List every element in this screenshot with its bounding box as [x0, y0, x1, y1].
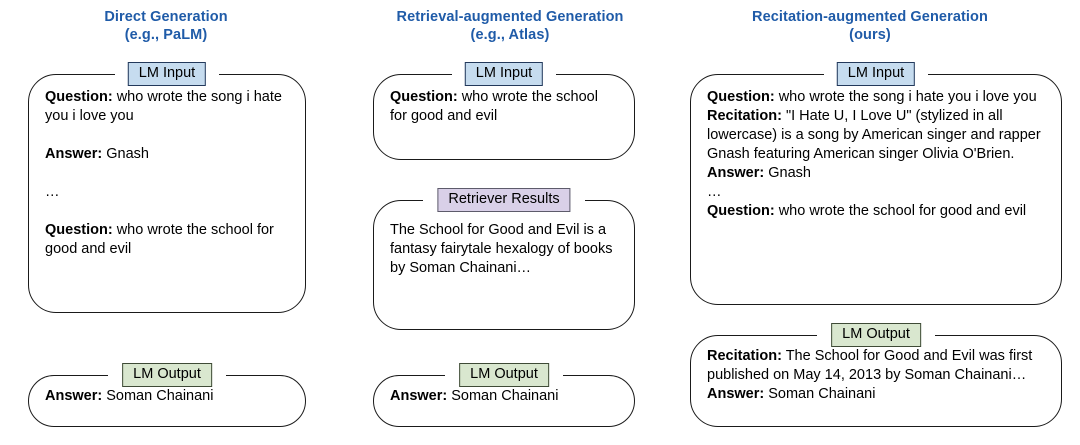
- panel-body-lm-output-direct: Answer: Soman Chainani: [29, 376, 305, 426]
- panel-lm-input-direct: Question: who wrote the song i hate you …: [28, 74, 306, 313]
- panel-body-lm-input-recitation: Question: who wrote the song i hate you …: [691, 75, 1061, 304]
- panel-body-retriever-results: The School for Good and Evil is a fantas…: [374, 201, 634, 329]
- text-line: Question: who wrote the school for good …: [45, 221, 289, 259]
- line-text: Gnash: [102, 146, 149, 162]
- line-text: Soman Chainani: [447, 388, 559, 404]
- panel-lm-input-retrieval: Question: who wrote the school for good …: [373, 74, 635, 160]
- line-text: who wrote the song i hate you i love you: [774, 89, 1037, 105]
- column-title-line1: Retrieval-augmented Generation: [396, 9, 624, 25]
- line-label: Answer:: [707, 165, 765, 181]
- column-title-line2: (e.g., PaLM): [124, 27, 208, 43]
- column-title-retrieval-augmented: Retrieval-augmented Generation (e.g., At…: [355, 8, 665, 44]
- text-line: Question: who wrote the song i hate you …: [707, 88, 1045, 107]
- text-line: Recitation: The School for Good and Evil…: [707, 347, 1045, 385]
- badge-lm-input-retrieval: LM Input: [464, 62, 544, 86]
- line-label: Answer:: [45, 388, 103, 404]
- text-line: Answer: Gnash: [45, 145, 289, 164]
- line-label: Answer:: [707, 386, 765, 402]
- line-text: Gnash: [764, 165, 811, 181]
- line-label: Question:: [390, 89, 458, 105]
- column-retrieval-augmented-generation: Retrieval-augmented Generation (e.g., At…: [350, 0, 670, 445]
- text-line: Question: who wrote the school for good …: [390, 88, 618, 126]
- text-line: Question: who wrote the school for good …: [707, 202, 1045, 221]
- line-label: Question:: [45, 89, 113, 105]
- line-label: Recitation:: [707, 108, 782, 124]
- panel-lm-input-recitation: Question: who wrote the song i hate you …: [690, 74, 1062, 305]
- panel-body-lm-input-direct: Question: who wrote the song i hate you …: [29, 75, 305, 312]
- column-title-line1: Direct Generation: [104, 9, 228, 25]
- line-label: Question:: [45, 222, 113, 238]
- panel-body-lm-output-retrieval: Answer: Soman Chainani: [374, 376, 634, 426]
- panel-retriever-results: The School for Good and Evil is a fantas…: [373, 200, 635, 330]
- badge-lm-output-recitation: LM Output: [831, 323, 921, 347]
- text-line: Answer: Soman Chainani: [45, 387, 289, 406]
- panel-body-lm-input-retrieval: Question: who wrote the school for good …: [374, 75, 634, 159]
- line-label: Answer:: [390, 388, 448, 404]
- badge-lm-input-direct: LM Input: [127, 62, 207, 86]
- line-text: The School for Good and Evil was first p…: [707, 348, 1033, 383]
- line-label: Answer:: [45, 146, 103, 162]
- line-text: who wrote the school for good and evil: [390, 89, 598, 124]
- badge-lm-output-direct: LM Output: [122, 363, 212, 387]
- spacer: [45, 164, 289, 183]
- column-recitation-augmented-generation: Recitation-augmented Generation (ours) Q…: [670, 0, 1080, 445]
- line-text: who wrote the song i hate you i love you: [45, 89, 282, 124]
- text-ellipsis: …: [707, 184, 722, 200]
- badge-lm-output-retrieval: LM Output: [459, 363, 549, 387]
- panel-lm-output-recitation: Recitation: The School for Good and Evil…: [690, 335, 1062, 427]
- line-text: Soman Chainani: [764, 386, 876, 402]
- column-title-line1: Recitation-augmented Generation: [752, 9, 988, 25]
- column-title-line2: (ours): [849, 27, 891, 43]
- panel-body-lm-output-recitation: Recitation: The School for Good and Evil…: [691, 336, 1061, 426]
- text-line: Answer: Soman Chainani: [707, 385, 1045, 404]
- badge-lm-input-recitation: LM Input: [836, 62, 916, 86]
- text-line: Question: who wrote the song i hate you …: [45, 88, 289, 126]
- line-label: Question:: [707, 203, 775, 219]
- column-title-direct-generation: Direct Generation (e.g., PaLM): [16, 8, 316, 44]
- column-title-line2: (e.g., Atlas): [470, 27, 550, 43]
- line-label: Recitation:: [707, 348, 782, 364]
- line-label: Question:: [707, 89, 775, 105]
- line-text: "I Hate U, I Love U" (stylized in all lo…: [707, 108, 1041, 162]
- text-ellipsis: …: [45, 184, 60, 200]
- text-line: Recitation: "I Hate U, I Love U" (styliz…: [707, 107, 1045, 164]
- spacer: [45, 126, 289, 145]
- badge-retriever-results: Retriever Results: [437, 188, 571, 212]
- line-text: who wrote the school for good and evil: [774, 203, 1027, 219]
- text-line: The School for Good and Evil is a fantas…: [390, 222, 613, 276]
- line-text: Soman Chainani: [102, 388, 214, 404]
- text-line: Answer: Gnash: [707, 164, 1045, 183]
- spacer: [45, 202, 289, 221]
- line-text: who wrote the school for good and evil: [45, 222, 274, 257]
- text-line: Answer: Soman Chainani: [390, 387, 618, 406]
- column-title-recitation-augmented: Recitation-augmented Generation (ours): [670, 8, 1070, 44]
- column-direct-generation: Direct Generation (e.g., PaLM) Question:…: [0, 0, 350, 445]
